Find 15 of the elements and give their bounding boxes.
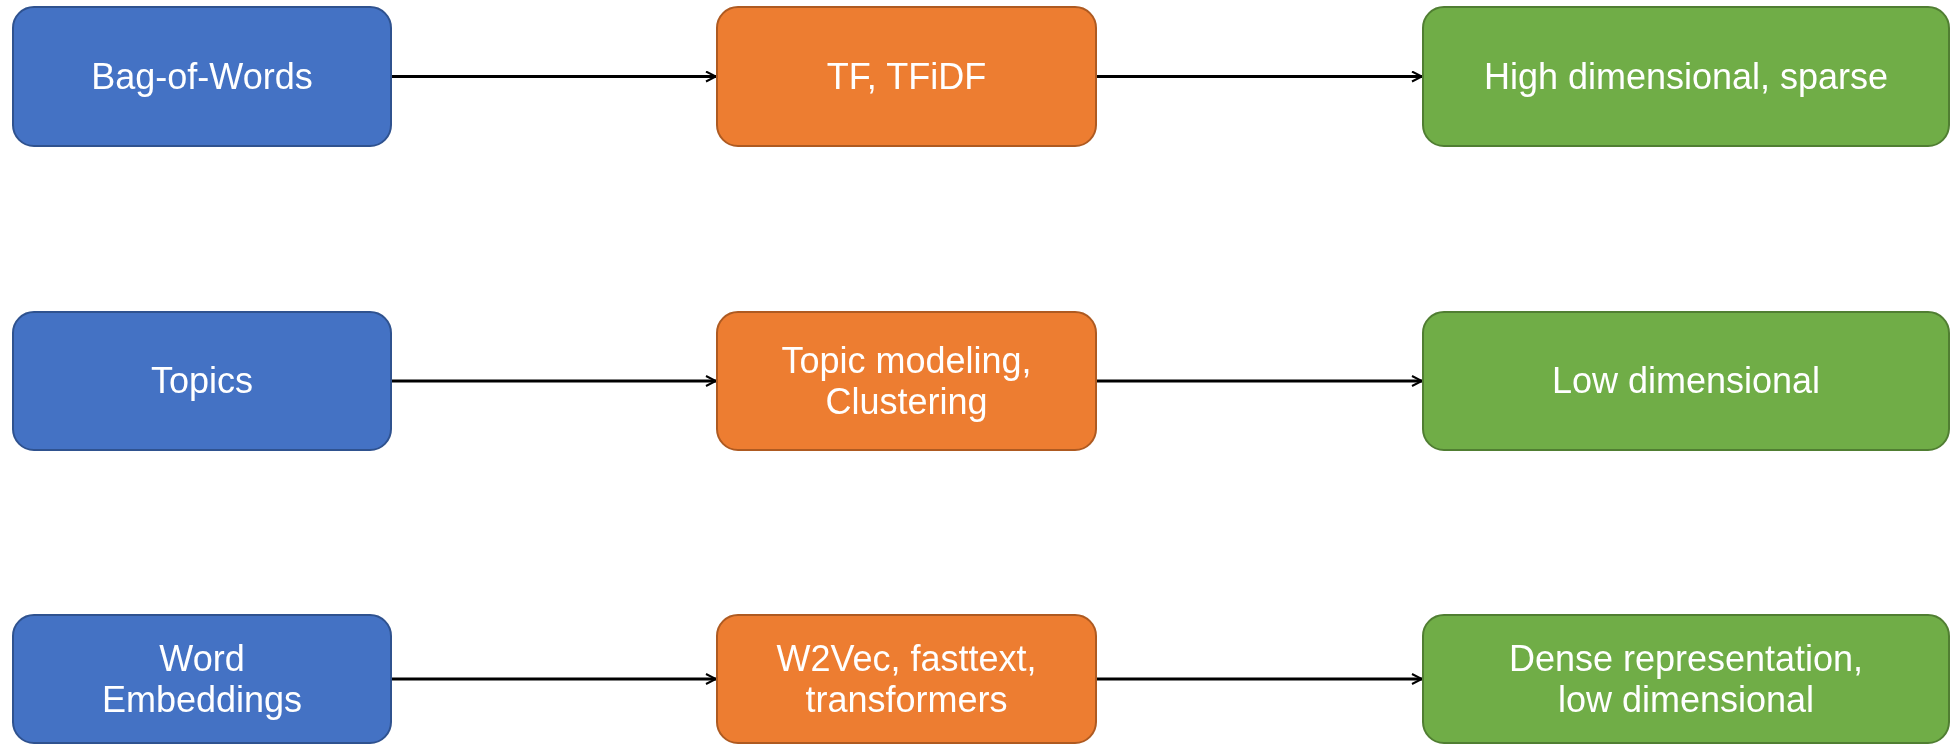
arrow (1097, 70, 1423, 83)
method-box: W2Vec, fasttext, transformers (716, 614, 1097, 744)
source-box: Word Embeddings (12, 614, 392, 744)
method-box: TF, TFiDF (716, 6, 1097, 147)
method-box: Topic modeling, Clustering (716, 311, 1097, 451)
source-box: Bag-of-Words (12, 6, 392, 147)
result-box: Dense representation, low dimensional (1422, 614, 1950, 744)
result-box: High dimensional, sparse (1422, 6, 1950, 147)
arrow (392, 673, 717, 685)
arrow (392, 375, 717, 387)
result-box: Low dimensional (1422, 311, 1950, 451)
arrow (1097, 375, 1423, 387)
arrow (1097, 673, 1423, 685)
source-box: Topics (12, 311, 392, 451)
arrow (392, 70, 717, 83)
